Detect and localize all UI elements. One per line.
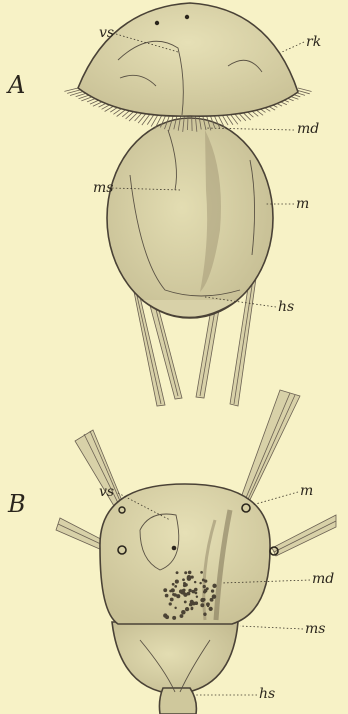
granule [204,579,207,582]
granule [174,585,177,588]
eye-spot-a-2 [185,15,189,19]
panel-letter-a: A [6,71,25,99]
label-a-ms: ms [93,180,113,196]
granule [199,582,201,584]
granule [165,594,169,598]
stalk-b [159,688,196,714]
granule [184,600,187,603]
granule [185,607,189,611]
granule [203,585,206,588]
label-a-md: md [297,121,319,137]
granule [211,589,214,592]
eye-spot-a-1 [155,21,159,25]
granule [187,575,191,579]
granule [170,598,174,602]
granule [202,598,205,601]
granule [190,600,194,604]
granule [175,580,179,584]
bristle-bundle-b-2 [239,390,300,508]
granule [210,608,213,611]
granule [165,615,169,619]
granule [212,594,217,599]
granule [191,608,194,611]
granule [196,596,198,598]
granule [200,571,203,574]
granule [180,614,184,618]
granule [183,584,186,587]
granule [182,578,185,581]
figure-a: A vs rk md ms m hs [6,3,321,406]
label-b-vs: vs [99,484,114,500]
granule [176,571,179,574]
lower-cup-b [112,622,238,694]
granule [163,588,167,592]
leader-b-ms [240,626,303,629]
leader-a-rk [282,42,304,52]
label-a-rk: rk [306,34,321,50]
granule [212,584,216,588]
granule [188,571,192,575]
bristle-bundle-b-4 [272,515,336,556]
label-a-hs: hs [278,299,294,315]
label-b-ms: ms [305,621,325,637]
granule [172,616,176,620]
granule [204,589,208,593]
granule [171,588,175,592]
granule [207,605,209,607]
eye-spot-b [172,546,177,551]
body-a [107,118,273,318]
granule [169,602,172,605]
label-b-md: md [312,571,334,587]
granule [194,591,197,594]
granule [194,588,198,592]
granule [174,607,176,609]
granule [200,603,204,607]
granule [172,583,175,586]
leader-b-m [252,492,298,505]
label-b-hs: hs [259,686,275,702]
panel-letter-b: B [7,490,26,518]
granule [184,571,187,574]
granule [210,599,213,602]
granule [188,589,192,593]
label-b-m: m [300,483,313,499]
granule [181,610,186,615]
figure-b: B vs m md ms hs [7,390,336,714]
granule [182,589,185,592]
hood-shape-a [78,3,298,116]
granule [194,581,196,583]
granule [203,613,206,616]
label-a-vs: vs [99,25,114,41]
label-a-m: m [296,196,309,212]
hood-a [64,3,311,132]
granule [173,593,177,597]
